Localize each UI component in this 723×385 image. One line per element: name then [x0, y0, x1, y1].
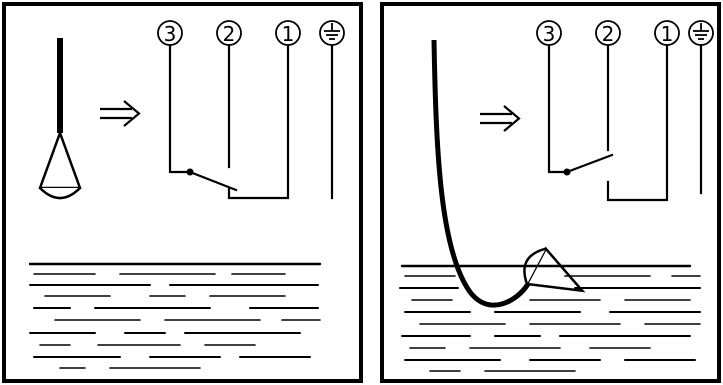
- float-bottom: [39, 187, 81, 200]
- water: [399, 264, 701, 372]
- float-hanging: [38, 38, 82, 200]
- panel-frame: [2, 2, 363, 383]
- terminal-3: 3: [157, 20, 183, 46]
- terminal-2: 2: [216, 20, 242, 46]
- wire-terminal-1: [227, 44, 290, 200]
- ground-icon: [319, 20, 345, 46]
- terminal-1: 1: [654, 20, 680, 46]
- switch-wiring: [168, 44, 334, 200]
- terminal-2: 2: [595, 20, 621, 46]
- wire-terminal-1: [606, 44, 669, 202]
- panel-left: 3 2 1: [2, 2, 363, 383]
- terminal-label: 3: [164, 22, 177, 46]
- terminal-3: 3: [536, 20, 562, 46]
- panel-frame: [380, 2, 721, 383]
- terminal-label: 2: [602, 22, 615, 46]
- wire-terminal-3: [547, 44, 567, 174]
- terminal-label: 1: [282, 22, 295, 46]
- switch-wiring: [547, 44, 703, 202]
- float-cable: [431, 39, 531, 308]
- panel-right: 3 2 1: [380, 2, 721, 383]
- switch-contact-closed: [188, 170, 238, 192]
- ground-icon: [688, 20, 714, 46]
- wire-terminal-3: [168, 44, 190, 174]
- double-arrow-right-icon: [100, 100, 141, 127]
- terminal-label: 2: [223, 22, 236, 46]
- switch-contact-open: [565, 153, 614, 174]
- water: [28, 262, 322, 369]
- float-body: [38, 129, 82, 195]
- terminal-label: 1: [661, 22, 674, 46]
- double-arrow-right-icon: [480, 105, 521, 132]
- terminal-label: 3: [543, 22, 556, 46]
- terminal-1: 1: [275, 20, 301, 46]
